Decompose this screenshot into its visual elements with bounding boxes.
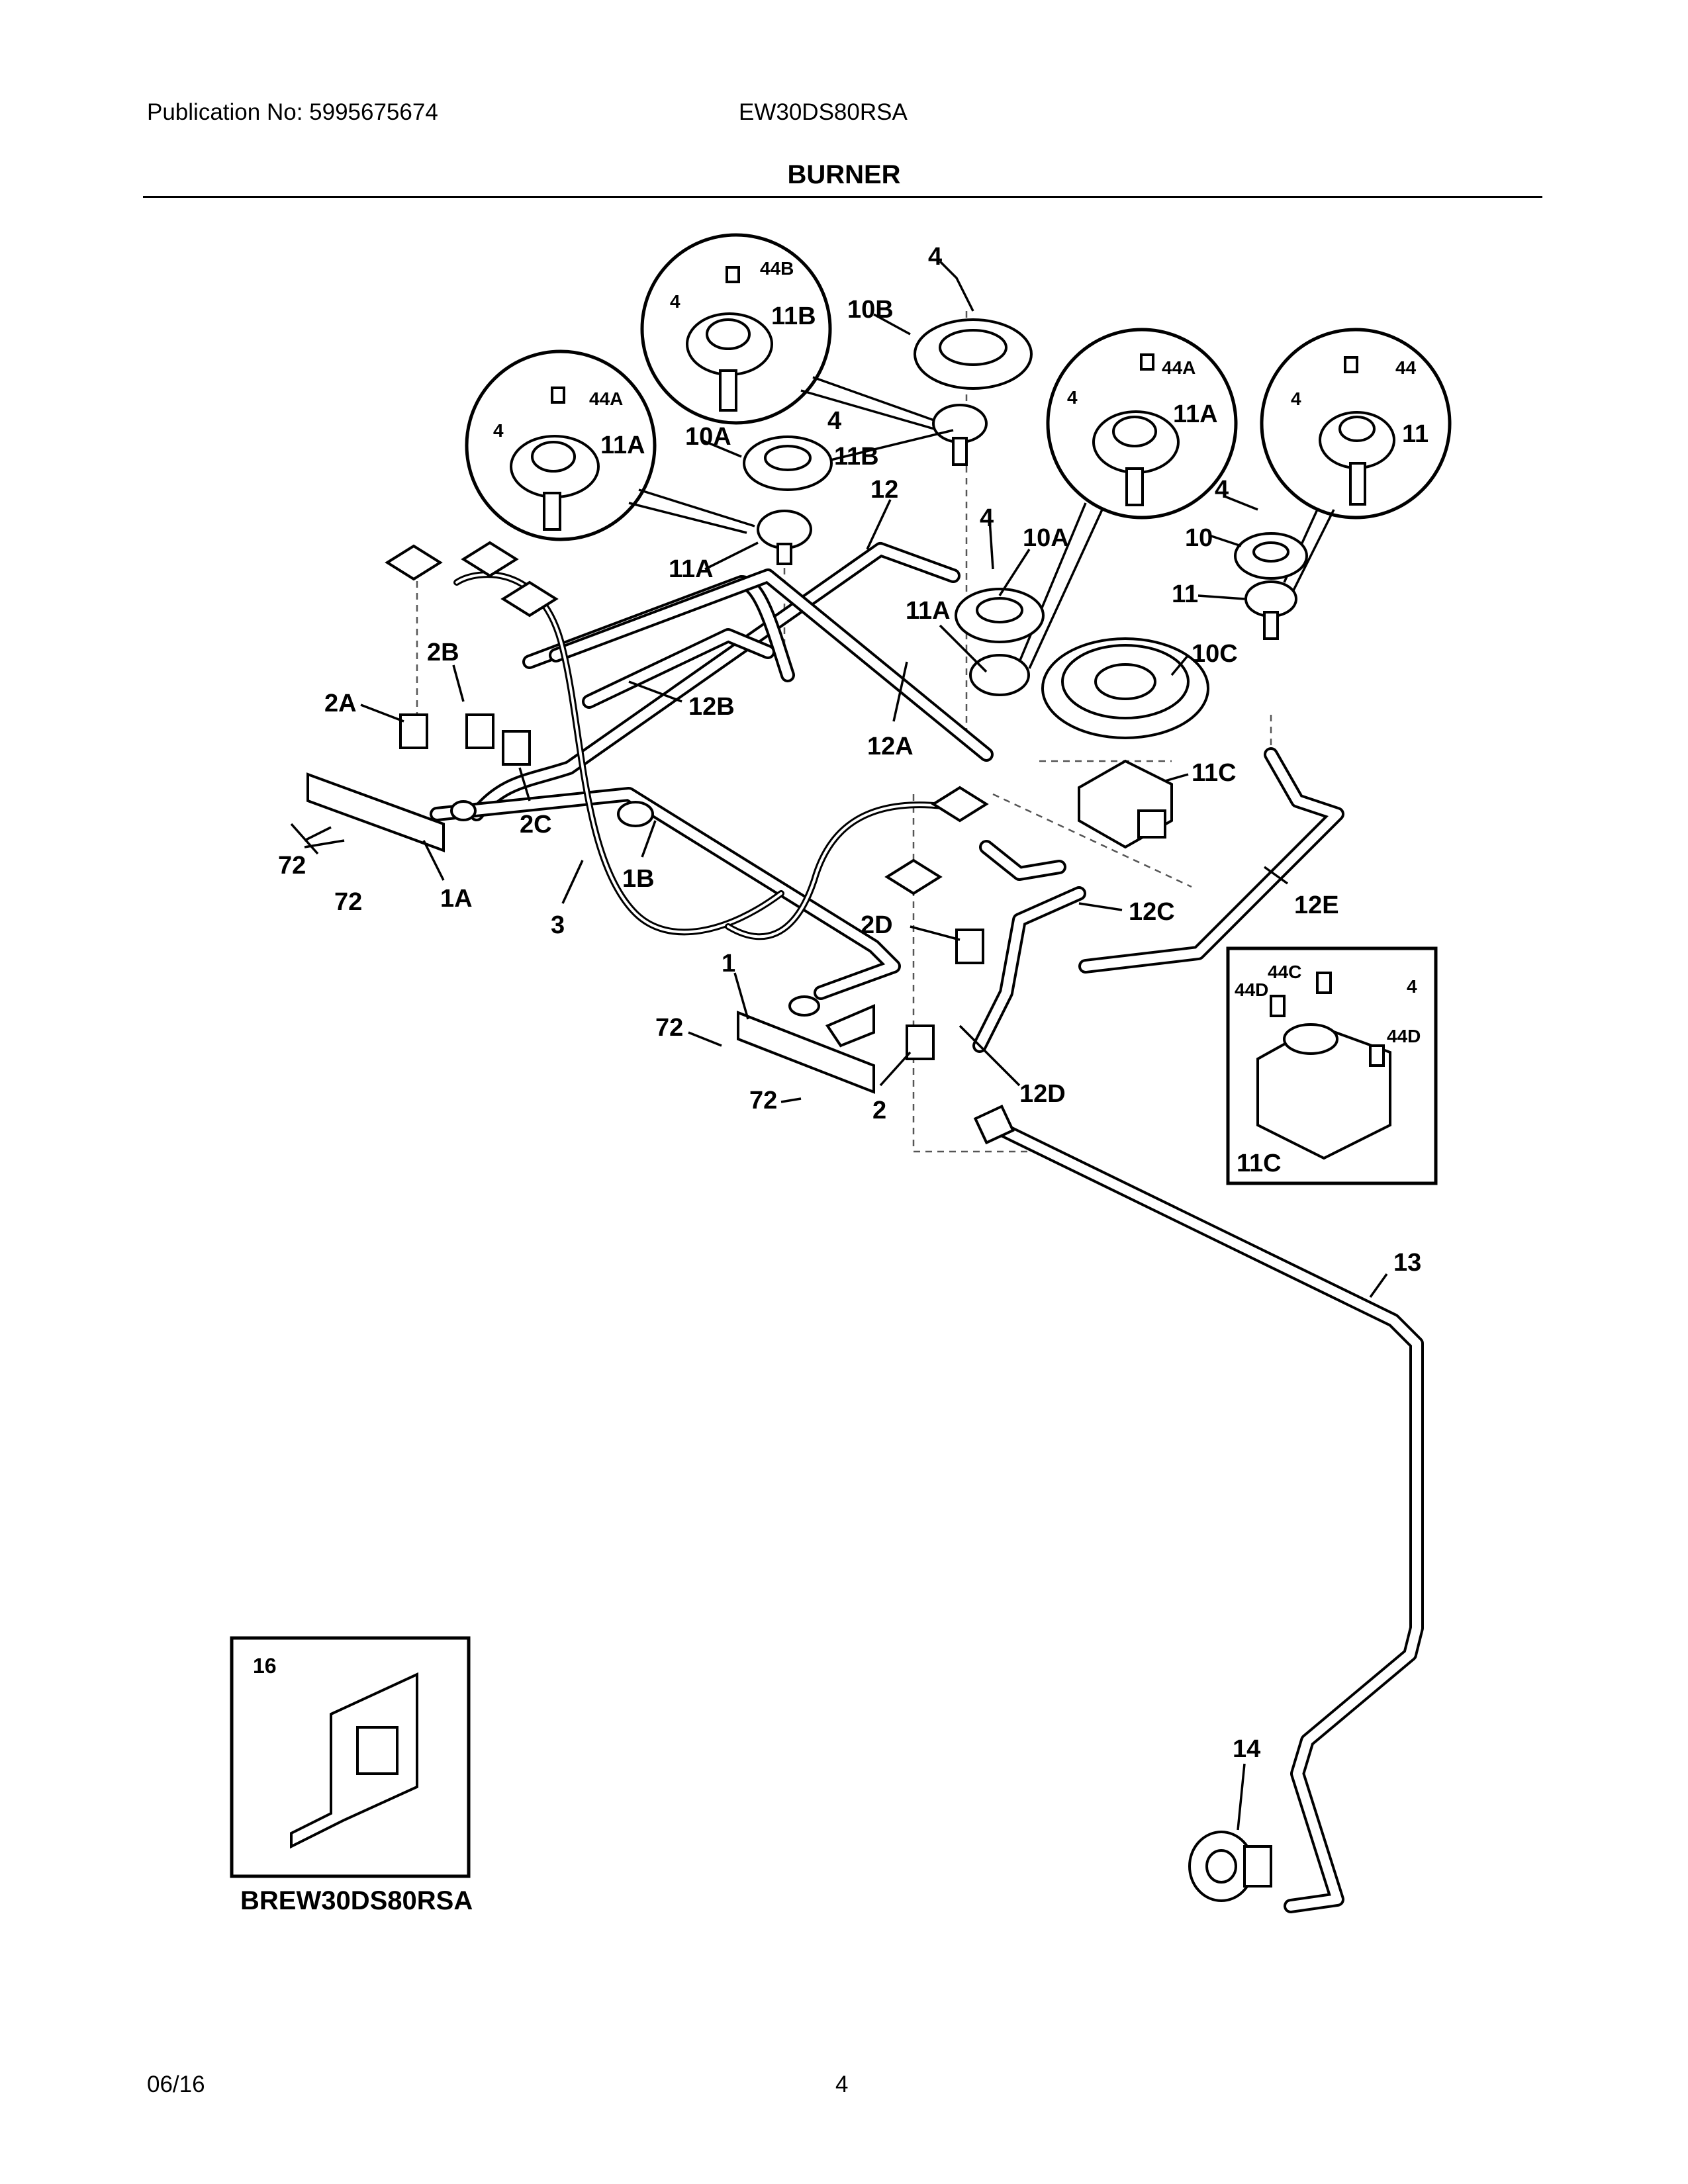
callout-10a: 10A — [685, 423, 731, 451]
callout-14: 14 — [1233, 1735, 1260, 1763]
page-number: 4 — [835, 2071, 849, 2097]
gas-tubes — [430, 542, 1424, 1913]
inset-box-16 — [230, 1636, 471, 1878]
callout-2b: 2B — [427, 639, 459, 666]
publication-date: 06/16 — [147, 2071, 205, 2097]
callout-44a: 44A — [589, 388, 623, 409]
callout-13: 13 — [1393, 1249, 1421, 1277]
callout-10c: 10C — [1192, 640, 1238, 668]
callout-11c: 11C — [1237, 1150, 1282, 1177]
callout-labels: 4 44B 4 11B 10B 44A 4 11A 10A 4 11B 12 1… — [240, 243, 1429, 1915]
callout-1b: 1B — [622, 865, 655, 893]
callout-12c: 12C — [1129, 898, 1175, 926]
callout-1a: 1A — [440, 885, 473, 913]
callout-44c: 44C — [1268, 962, 1301, 982]
callout-1: 1 — [722, 950, 735, 978]
callout-4: 4 — [493, 420, 504, 441]
zoom-circle-11a-mid — [1046, 328, 1238, 520]
callout-11c: 11C — [1192, 759, 1237, 787]
page-title: BURNER — [787, 160, 901, 189]
callout-10a: 10A — [1023, 524, 1069, 552]
callout-72: 72 — [278, 852, 306, 880]
callout-12a: 12A — [867, 733, 914, 760]
callout-72: 72 — [749, 1087, 777, 1115]
callout-4: 4 — [928, 243, 942, 271]
callout-44: 44 — [1395, 357, 1417, 378]
callout-11a: 11A — [1173, 400, 1218, 428]
callout-11b: 11B — [834, 443, 879, 471]
callout-leaders — [290, 260, 1388, 1831]
inset-number: 16 — [253, 1654, 277, 1678]
callout-4: 4 — [670, 291, 680, 312]
callout-72: 72 — [655, 1014, 683, 1042]
callout-2d: 2D — [861, 911, 893, 939]
callout-10b: 10B — [847, 296, 894, 324]
callout-12e: 12E — [1294, 891, 1339, 919]
callout-2c: 2C — [520, 811, 552, 839]
callout-2: 2 — [872, 1097, 886, 1124]
callout-44d: 44D — [1235, 979, 1268, 1000]
callout-44a: 44A — [1162, 357, 1196, 378]
ignition-wires — [453, 571, 957, 940]
title-divider — [143, 196, 1542, 198]
zoom-circle-11b — [640, 233, 832, 425]
callout-44d: 44D — [1387, 1026, 1421, 1046]
callout-4: 4 — [827, 407, 841, 435]
model-number: EW30DS80RSA — [739, 99, 908, 125]
callout-44b: 44B — [760, 258, 794, 279]
zoom-circle-11a-left — [465, 349, 657, 541]
callout-11a: 11A — [600, 432, 645, 459]
inset-model-label: BREW30DS80RSA — [240, 1886, 473, 1915]
callout-4: 4 — [1067, 387, 1078, 408]
detail-box-11c — [1226, 946, 1438, 1185]
callout-11a: 11A — [906, 597, 951, 625]
callout-4: 4 — [980, 504, 994, 532]
zoom-circle-11 — [1260, 328, 1452, 520]
callout-12: 12 — [870, 476, 898, 504]
callout-11a: 11A — [669, 555, 714, 583]
callout-11b: 11B — [771, 302, 816, 330]
callout-11: 11 — [1402, 420, 1429, 448]
publication-number: Publication No: 5995675674 — [147, 99, 438, 125]
parts — [306, 318, 1308, 1902]
callout-3: 3 — [551, 911, 565, 939]
callout-10: 10 — [1185, 524, 1213, 552]
callout-4: 4 — [1215, 476, 1229, 504]
callout-4: 4 — [1407, 976, 1417, 997]
callout-4: 4 — [1291, 388, 1301, 409]
callout-12d: 12D — [1019, 1080, 1066, 1108]
callout-12b: 12B — [688, 693, 735, 721]
callout-11: 11 — [1172, 580, 1198, 608]
callout-72: 72 — [334, 888, 362, 916]
callout-2a: 2A — [324, 690, 357, 717]
